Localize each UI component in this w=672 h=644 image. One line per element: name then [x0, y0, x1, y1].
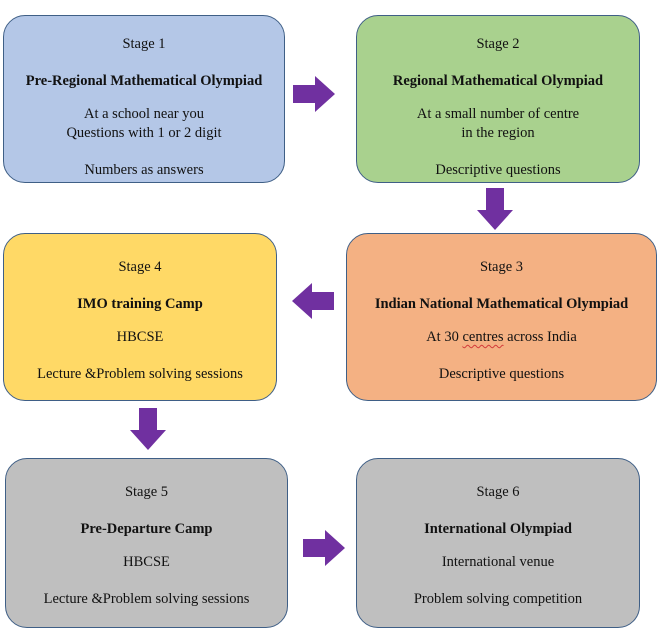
stage-5-label: Stage 5 [124, 484, 169, 500]
stage-4-line-2: Lecture &Problem solving sessions [37, 366, 243, 382]
stage-3-label: Stage 3 [479, 259, 524, 275]
stage-2-line-3: Descriptive questions [435, 162, 561, 178]
stage-6-title: International Olympiad [424, 521, 572, 537]
stage-3-box: Stage 3 Indian National Mathematical Oly… [346, 233, 657, 401]
stage-4-line-1: HBCSE [116, 329, 164, 345]
down-arrow-shape [477, 188, 513, 230]
stage-5-line-1: HBCSE [123, 554, 170, 570]
stage-6-box: Stage 6 International Olympiad Internati… [356, 458, 640, 628]
stage-1-line-2: Questions with 1 or 2 digit [66, 125, 222, 141]
stage-6-line-1: International venue [441, 554, 555, 570]
stage-5-title: Pre-Departure Camp [80, 521, 213, 537]
stage-1-title: Pre-Regional Mathematical Olympiad [25, 73, 263, 89]
stage-1-label: Stage 1 [122, 36, 166, 52]
arrow-stage2-to-stage3 [477, 188, 513, 230]
stage-2-label: Stage 2 [476, 36, 520, 52]
stage-5-line-2: Lecture &Problem solving sessions [43, 591, 250, 607]
stage-3-line-1-suffix: across India [503, 329, 577, 345]
stage-6-line-2: Problem solving competition [413, 591, 583, 607]
stage-3-line-1-prefix: At 30 [426, 329, 463, 345]
stage-4-label: Stage 4 [118, 259, 162, 275]
right-arrow-shape [293, 76, 335, 112]
stage-2-line-1: At a small number of centre [416, 106, 580, 122]
stage-3-title: Indian National Mathematical Olympiad [374, 296, 629, 312]
arrow-stage4-to-stage5 [130, 408, 166, 450]
stage-1-line-1: At a school near you [84, 106, 204, 122]
stage-6-label: Stage 6 [476, 484, 520, 500]
arrow-stage1-to-stage2 [293, 76, 335, 112]
stage-3-line-1: At 30 centres across India [347, 328, 656, 347]
stage-2-box: Stage 2 Regional Mathematical Olympiad A… [356, 15, 640, 183]
stage-3-line-1-flagged-word: centres [462, 329, 504, 345]
arrow-stage5-to-stage6 [303, 530, 345, 566]
stage-1-box: Stage 1 Pre-Regional Mathematical Olympi… [3, 15, 285, 183]
stage-4-title: IMO training Camp [77, 296, 203, 312]
stage-5-box: Stage 5 Pre-Departure Camp HBCSE Lecture… [5, 458, 288, 628]
stage-2-title: Regional Mathematical Olympiad [392, 73, 604, 89]
stage-2-line-2: in the region [461, 125, 535, 141]
right-arrow-shape [303, 530, 345, 566]
arrow-stage3-to-stage4 [292, 283, 334, 319]
stage-3-line-2: Descriptive questions [438, 366, 565, 382]
stage-1-line-3: Numbers as answers [84, 162, 204, 178]
stage-4-box: Stage 4 IMO training Camp HBCSE Lecture … [3, 233, 277, 401]
left-arrow-shape [292, 283, 334, 319]
down-arrow-shape [130, 408, 166, 450]
